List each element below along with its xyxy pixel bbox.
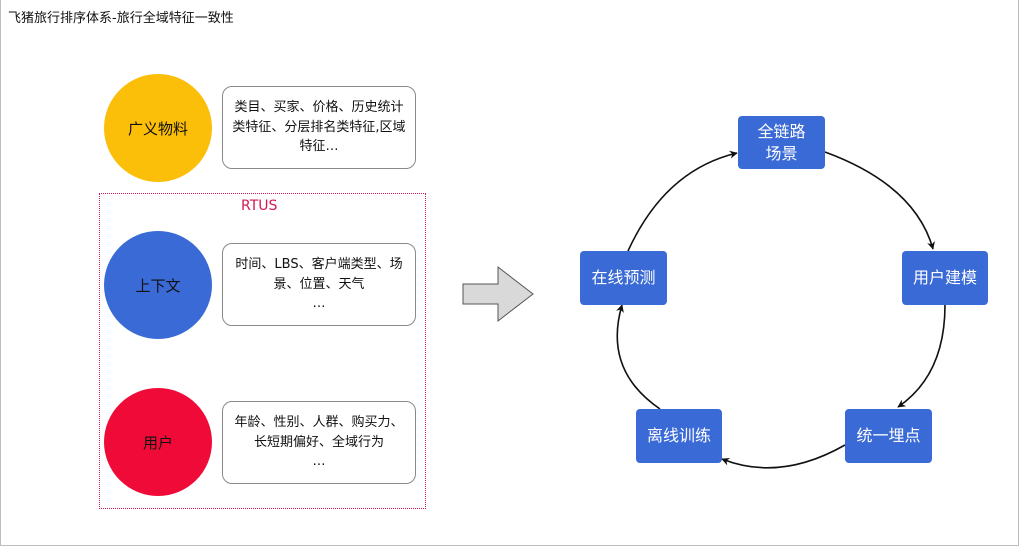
desc-line: 时间、LBS、客户端类型、场 [235,257,403,273]
desc-line: 年龄、性别、人群、购买力、 [234,415,404,431]
feature-desc-material: 类目、买家、价格、历史统计 类特征、分层排名类特征,区域 特征… [222,86,416,169]
feature-circle-context: 上下文 [104,231,212,339]
node-label: 全链路 [757,121,806,141]
desc-line: … [312,454,326,470]
diagram-title: 飞猪旅行排序体系-旅行全域特征一致性 [8,11,234,26]
desc-line: 类目、买家、价格、历史统计 [234,100,404,116]
desc-line: 特征… [299,139,339,155]
desc-line: 长短期偏好、全域行为 [253,434,384,450]
feature-circle-user: 用户 [104,388,212,496]
feature-desc-user: 年龄、性别、人群、购买力、 长短期偏好、全域行为 … [222,401,416,484]
cycle-arrow-training-to-predict [616,304,661,410]
cycle-node-unified-tracking: 统一埋点 [845,409,932,463]
node-label: 离线训练 [646,426,711,445]
cycle-node-user-modeling: 用户建模 [902,251,988,305]
feature-circle-material: 广义物料 [104,74,212,182]
right-arrow-shape [462,265,534,323]
cycle-arrow-scene-to-modeling [824,151,935,250]
cycle-arrow-predict-to-scene [627,150,738,252]
desc-line: 类特征、分层排名类特征,区域 [232,119,406,135]
cycle-arrow-modeling-to-tracking [897,304,946,408]
cycle-node-full-link-scene: 全链路 场景 [738,116,825,169]
cycle-node-online-prediction: 在线预测 [580,251,667,305]
rtus-group-border [99,193,426,509]
node-label: 在线预测 [591,268,656,287]
feature-desc-context: 时间、LBS、客户端类型、场 景、位置、天气 … [222,243,416,326]
desc-line: … [312,296,326,312]
node-label: 统一埋点 [856,426,921,445]
desc-line: 景、位置、天气 [273,276,365,292]
node-label: 用户建模 [912,268,977,287]
node-label: 场景 [765,143,798,163]
cycle-node-offline-training: 离线训练 [636,409,722,463]
cycle-arrow-tracking-to-training [721,444,846,469]
rtus-label: RTUS [241,198,278,214]
